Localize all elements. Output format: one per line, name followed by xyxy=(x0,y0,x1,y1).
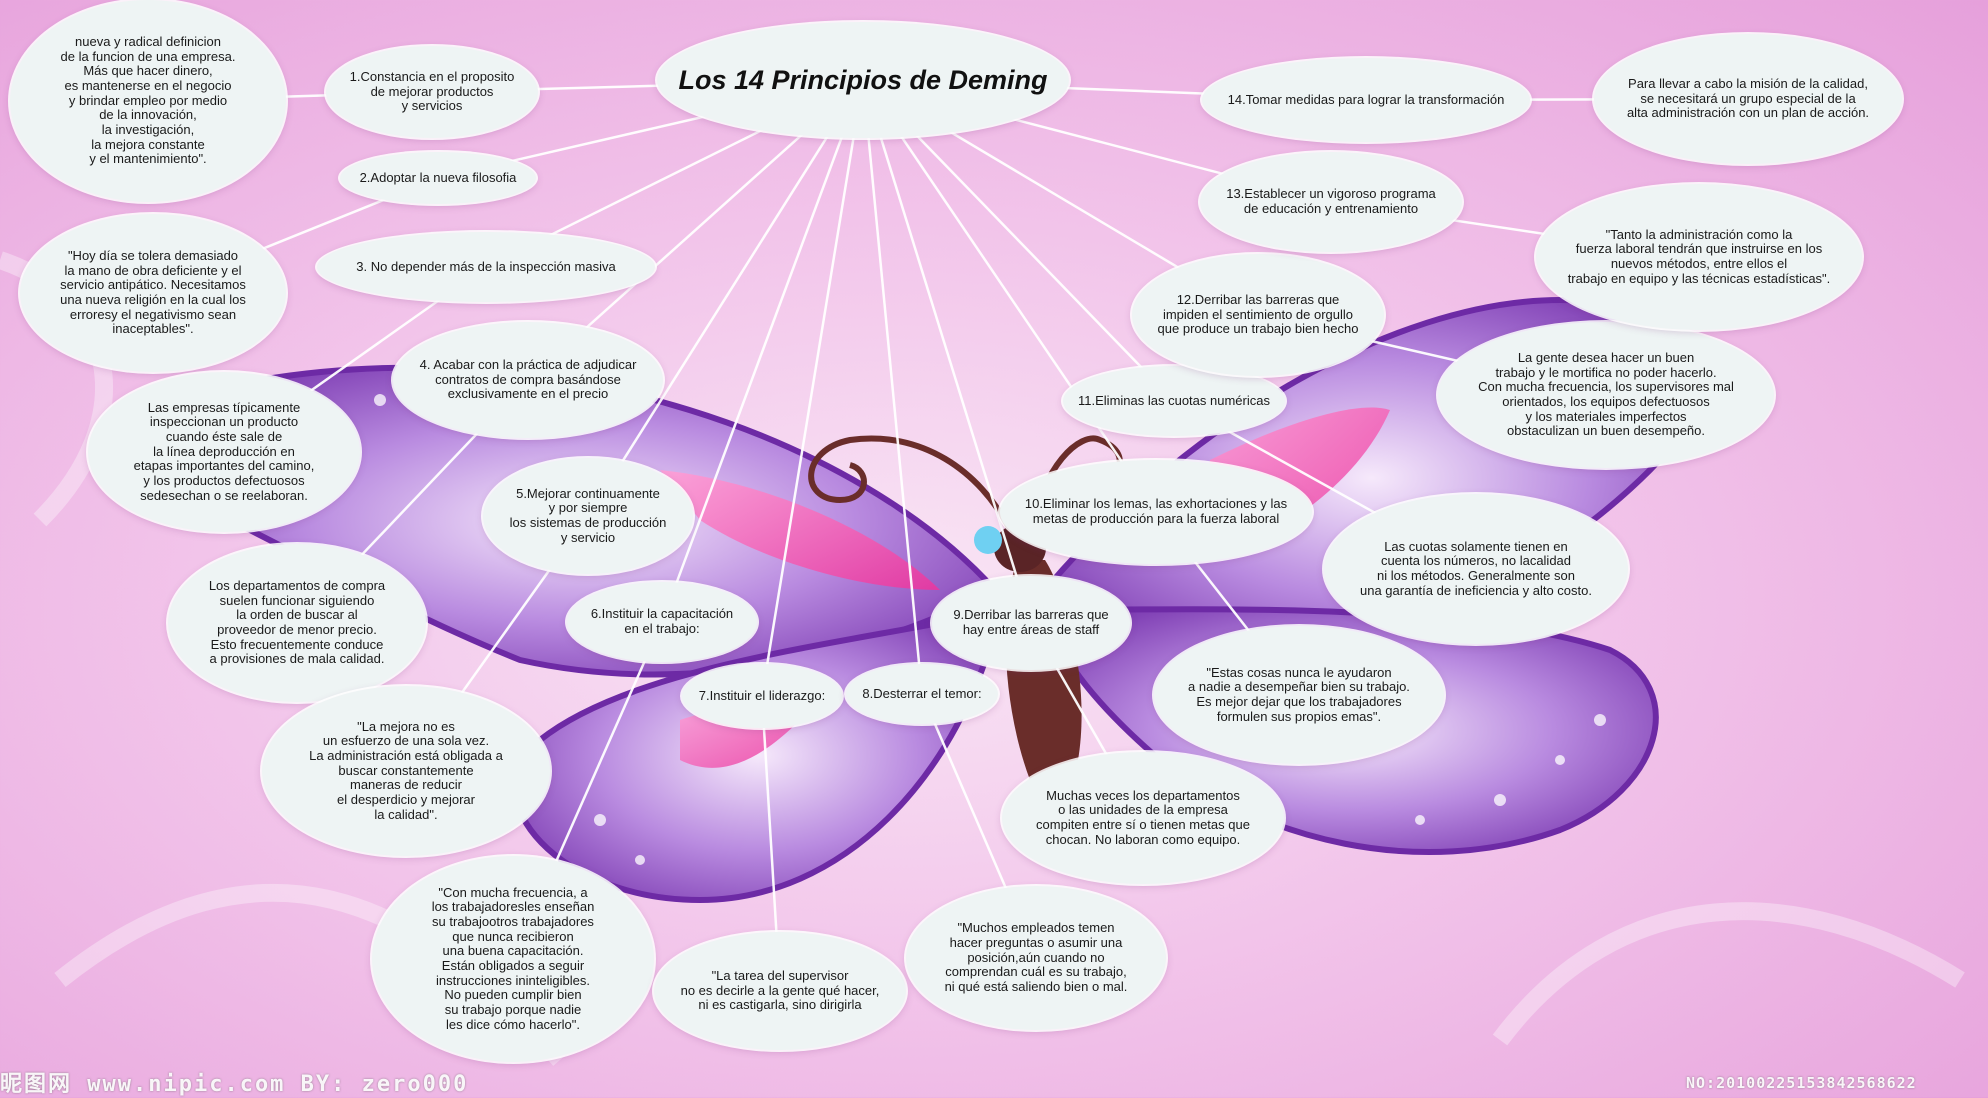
spoke-line xyxy=(660,79,865,623)
explanation-node: "Hoy día se tolera demasiado la mano de … xyxy=(20,214,286,372)
explanation-node: La gente desea hacer un buen trabajo y l… xyxy=(1438,322,1774,468)
explanation-node: "Muchos empleados temen hacer preguntas … xyxy=(906,886,1166,1030)
explanation-node: Para llevar a cabo la misión de la calid… xyxy=(1594,34,1902,164)
spoke-line xyxy=(861,79,1033,624)
explanation-node: Las empresas típicamente inspeccionan un… xyxy=(88,372,360,532)
spoke-line xyxy=(586,79,865,517)
principle-node: 1.Constancia en el proposito de mejorar … xyxy=(326,46,538,138)
principle-node: 2.Adoptar la nueva filosofia xyxy=(340,152,536,204)
explanation-node: Los departamentos de compra suelen funci… xyxy=(168,544,426,702)
principle-node: 4. Acabar con la práctica de adjudicar c… xyxy=(393,322,663,438)
central-topic: Los 14 Principios de Deming xyxy=(657,22,1069,138)
explanation-node: "Con mucha frecuencia, a los trabajadore… xyxy=(372,856,654,1062)
principle-node: 8.Desterrar el temor: xyxy=(846,664,998,724)
watermark-site: 昵图网 www.nipic.com BY: zero000 xyxy=(0,1072,469,1097)
explanation-node: "La tarea del supervisor no es decirle a… xyxy=(654,932,906,1050)
explanation-node: Las cuotas solamente tienen en cuenta lo… xyxy=(1324,494,1628,644)
principle-node: 12.Derribar las barreras que impiden el … xyxy=(1132,254,1384,376)
explanation-node: Muchas veces los departamentos o las uni… xyxy=(1002,752,1284,884)
explanation-node: "Estas cosas nunca le ayudaron a nadie a… xyxy=(1154,626,1444,764)
pink-accent xyxy=(660,470,940,590)
explanation-node: "Tanto la administración como la fuerza … xyxy=(1536,184,1862,330)
spoke-line xyxy=(861,79,924,695)
principle-node: 11.Eliminas las cuotas numéricas xyxy=(1063,366,1285,436)
explanation-node: "La mejora no es un esfuerzo de una sola… xyxy=(262,686,550,856)
principle-node: 3. No depender más de la inspección masi… xyxy=(317,232,655,302)
principle-node: 6.Instituir la capacitación en el trabaj… xyxy=(567,582,757,662)
principle-node: 7.Instituir el liderazgo: xyxy=(682,664,842,728)
principle-node: 9.Derribar las barreras que hay entre ár… xyxy=(932,576,1130,670)
watermark-id: NO:20100225153842568622 xyxy=(1686,1074,1917,1092)
principle-node: 13.Establecer un vigoroso programa de ed… xyxy=(1200,152,1462,252)
butterfly-eye xyxy=(974,526,1002,554)
explanation-node: nueva y radical definicion de la funcion… xyxy=(10,0,286,202)
principle-node: 14.Tomar medidas para lograr la transfor… xyxy=(1202,58,1530,142)
principle-node: 5.Mejorar continuamente y por siempre lo… xyxy=(483,458,693,574)
principle-node: 10.Eliminar los lemas, las exhortaciones… xyxy=(1000,460,1312,564)
left-antenna xyxy=(808,435,1013,532)
spoke-line xyxy=(760,79,865,697)
spoke-line xyxy=(861,79,1158,513)
